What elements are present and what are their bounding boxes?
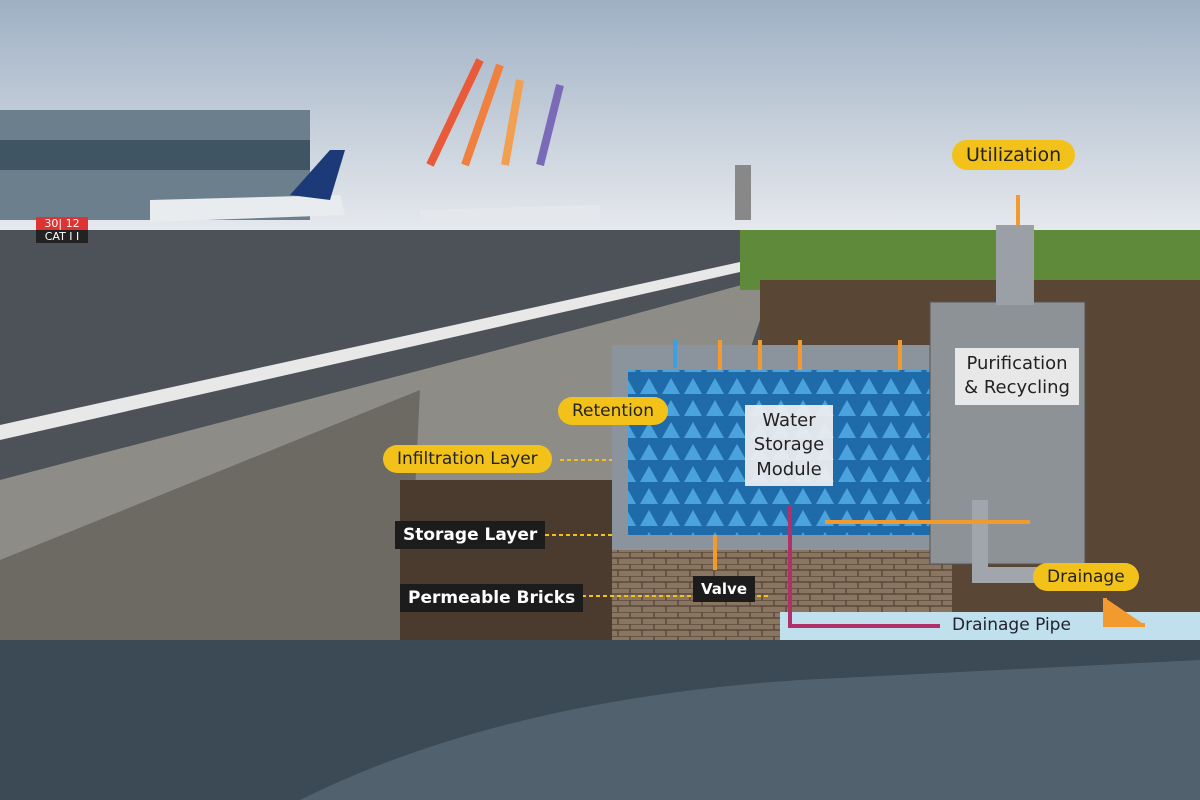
retention-label: Retention bbox=[558, 397, 668, 425]
rain-arrows bbox=[426, 58, 564, 167]
runway-number: 30| 12 bbox=[36, 217, 88, 230]
runway-category: CAT I I bbox=[36, 230, 88, 243]
water-storage-module-label: Water Storage Module bbox=[745, 405, 833, 486]
airplane bbox=[150, 195, 345, 222]
runway-sign: 30| 12 CAT I I bbox=[36, 217, 88, 243]
purification-label: Purification & Recycling bbox=[955, 348, 1079, 405]
storage-layer-label: Storage Layer bbox=[395, 521, 546, 549]
drainage-label: Drainage bbox=[1033, 563, 1139, 591]
utilization-label: Utilization bbox=[952, 140, 1076, 170]
drainage-pipe-label: Drainage Pipe bbox=[952, 615, 1071, 635]
control-tower bbox=[735, 165, 751, 220]
purification-tank bbox=[929, 301, 1086, 565]
valve-label: Valve bbox=[693, 576, 756, 602]
outflow-arrow bbox=[788, 505, 940, 628]
infiltration-layer-label: Infiltration Layer bbox=[383, 445, 552, 473]
airplane bbox=[420, 205, 600, 224]
permeable-bricks-label: Permeable Bricks bbox=[400, 584, 584, 612]
vent-pipe bbox=[996, 225, 1034, 305]
inflow-arrows bbox=[713, 195, 1145, 627]
